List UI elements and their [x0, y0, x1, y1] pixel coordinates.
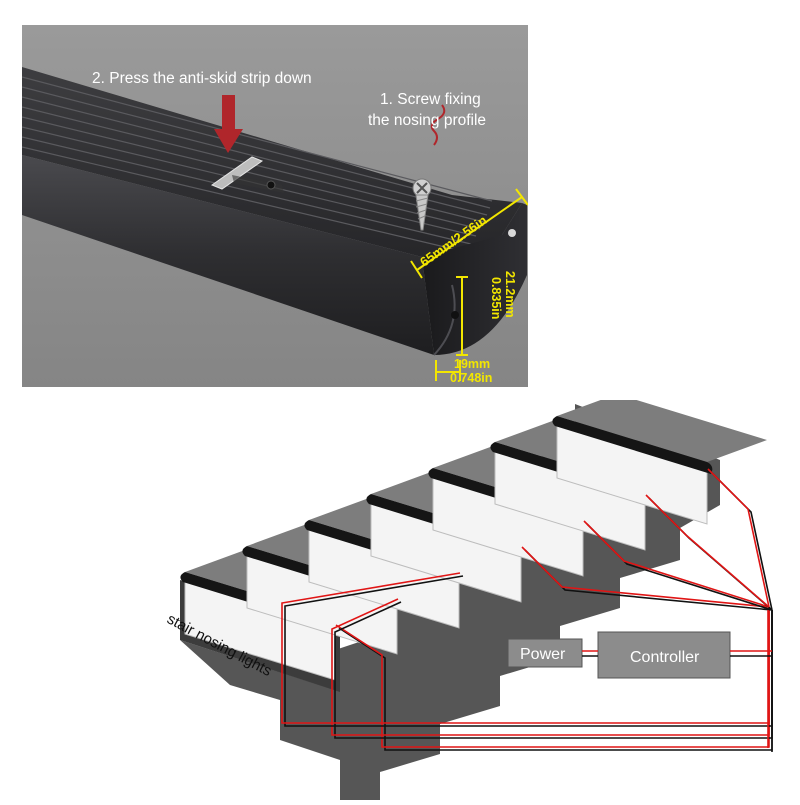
wire-red: [281, 572, 770, 724]
press-down-arrow-icon: [214, 95, 243, 153]
wire-black: [710, 471, 773, 611]
height-dimension-mm: 21.2mm: [503, 271, 517, 318]
wire-red: [583, 520, 770, 608]
step2-label: 2. Press the anti-skid strip down: [92, 70, 312, 87]
profile-grooves: [22, 76, 493, 253]
profile-front-face: [22, 155, 434, 355]
nosing-light-strip: [552, 416, 713, 474]
height-dimension-in: 0.835in: [489, 277, 503, 319]
power-label: Power: [520, 646, 566, 663]
wire-red: [645, 494, 770, 608]
wire-red: [521, 546, 770, 608]
profile-top-surface: [22, 67, 522, 285]
nosing-profile-figure: 2. Press the anti-skid strip down 1. Scr…: [22, 25, 528, 387]
end-cap-hole: [451, 311, 459, 319]
anti-skid-strip-slot: [210, 156, 264, 190]
screw-icon: [412, 104, 446, 231]
staircase-wiring-diagram: Power Controller stair nosing lights: [164, 394, 773, 800]
stair-step: [552, 394, 767, 525]
step1-label-line1: 1. Screw fixing: [380, 91, 481, 108]
depth-dimension-mm: 19mm: [454, 357, 490, 371]
depth-dimension-in: 0.748in: [450, 371, 492, 385]
controller-box: Controller: [597, 631, 731, 679]
end-cap-pin: [508, 229, 516, 237]
wire-red: [707, 468, 770, 608]
controller-label: Controller: [630, 649, 700, 666]
wiring-diagram-figure: Power Controller stair nosing lights: [150, 394, 800, 800]
stair-steps: [180, 394, 767, 681]
power-box: Power: [507, 638, 583, 668]
dimension-lines: [410, 188, 528, 381]
nosing-profile-illustration: 2. Press the anti-skid strip down 1. Scr…: [22, 25, 528, 387]
wiring: [281, 468, 773, 752]
power-controller-link: [582, 650, 772, 657]
mounting-hole: [266, 180, 276, 190]
step1-label-line2: the nosing profile: [368, 112, 486, 129]
stair-tread: [557, 394, 767, 462]
profile-end-cap: [422, 203, 527, 355]
